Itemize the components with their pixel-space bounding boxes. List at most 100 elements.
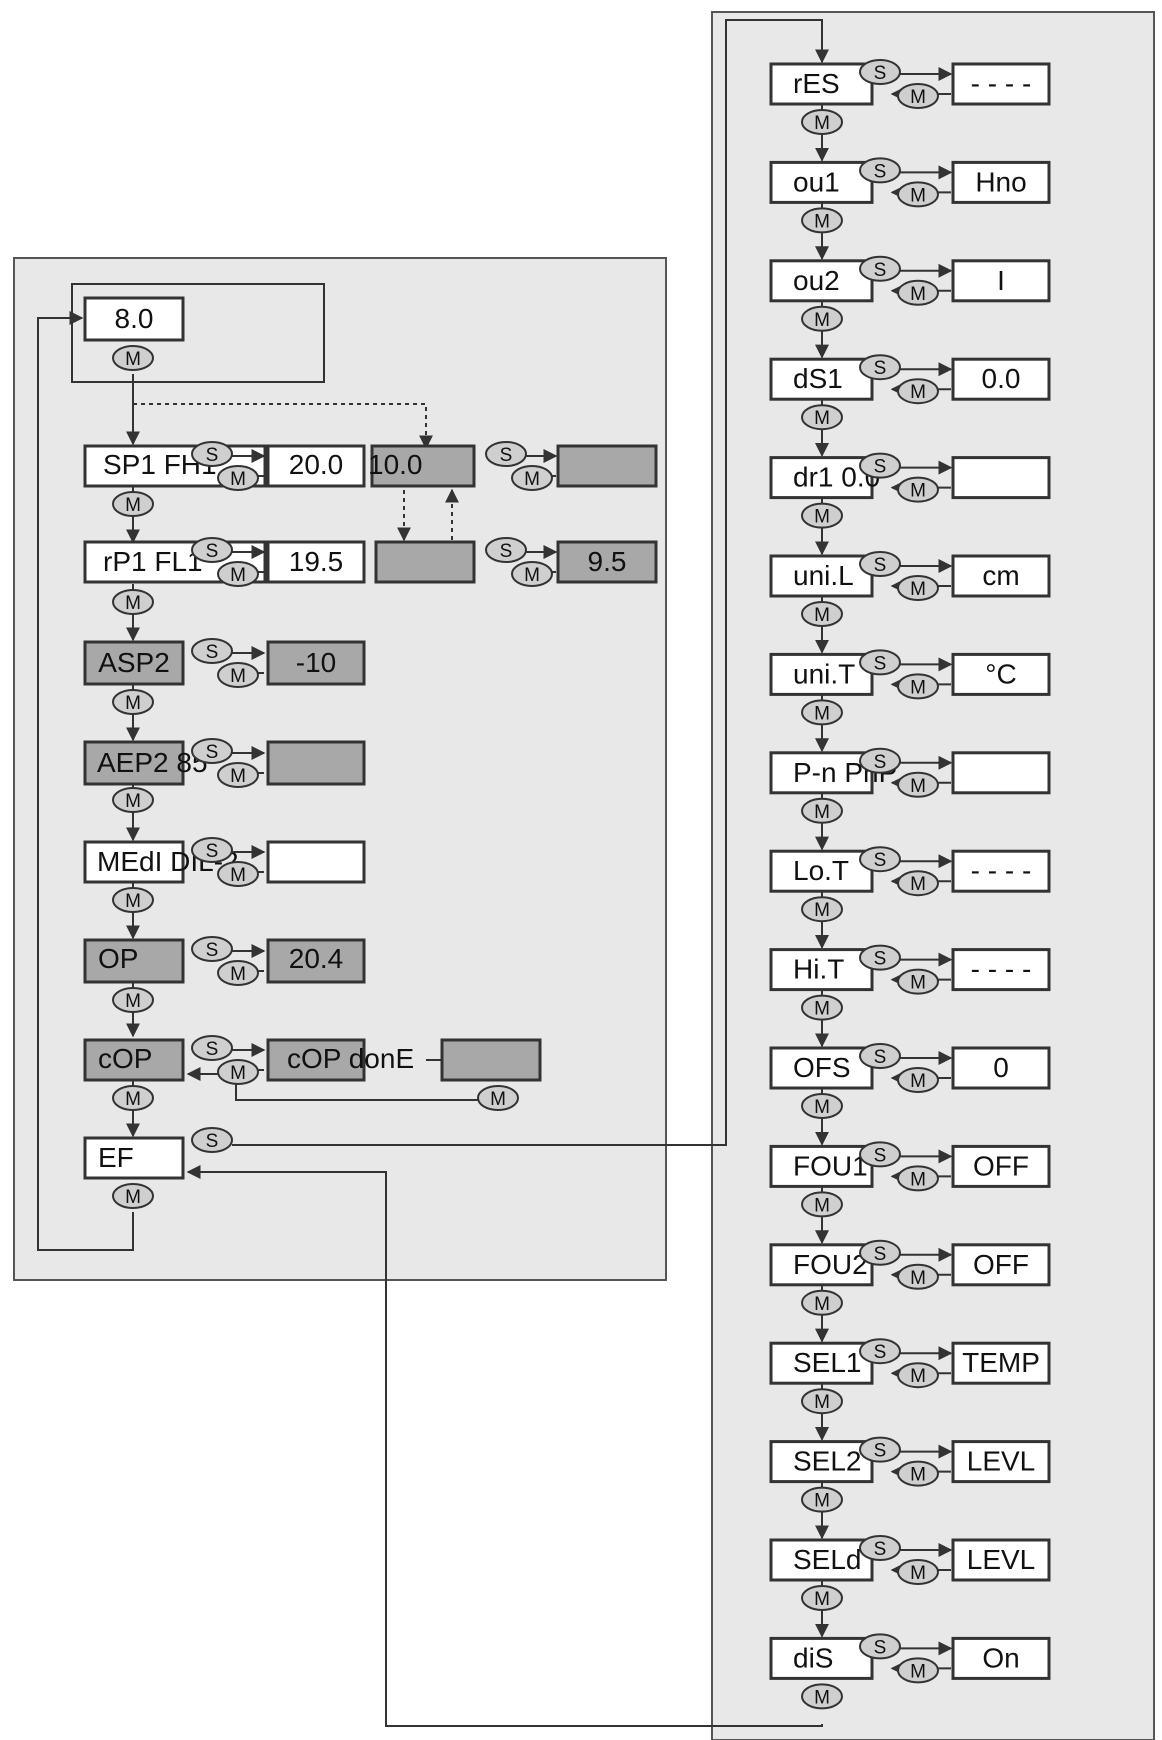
left-mode-pair-oval-5[interactable]: M [217, 960, 259, 986]
extended-set-oval[interactable]: S [859, 1239, 901, 1266]
medi-box[interactable] [83, 840, 185, 884]
extended-mode-oval[interactable]: M [801, 896, 843, 923]
left-mode-oval-7[interactable]: M [112, 1085, 154, 1111]
left-mode-oval-5[interactable]: M [112, 887, 154, 913]
ef-box[interactable] [83, 1136, 185, 1180]
extended-mode-pair-oval[interactable]: M [897, 771, 939, 798]
extended-mode-pair-oval[interactable]: M [897, 476, 939, 503]
left-mode-oval-2[interactable]: M [112, 589, 154, 615]
left-mode-oval-8[interactable]: M [112, 1183, 154, 1209]
aep2-label: AEP2 85 [97, 747, 208, 778]
extended-mode-pair-oval[interactable]: M [897, 1165, 939, 1192]
extended-param-box[interactable] [769, 554, 874, 598]
extended-set-oval[interactable]: S [859, 944, 901, 971]
extended-param-box[interactable] [769, 652, 874, 696]
extended-mode-oval[interactable]: M [801, 994, 843, 1021]
extended-mode-oval[interactable]: M [801, 1093, 843, 1119]
cop-box[interactable] [83, 1038, 185, 1082]
extended-mode-pair-oval[interactable]: M [897, 673, 939, 700]
asp2-box[interactable] [83, 640, 185, 686]
left-mode-oval-0[interactable]: M [112, 345, 154, 371]
cop-result-mode-oval[interactable]: M [477, 1085, 519, 1111]
extended-mode-pair-oval[interactable]: M [897, 870, 939, 897]
extended-mode-pair-oval-label: M [910, 481, 926, 502]
extended-mode-pair-oval[interactable]: M [897, 1460, 939, 1487]
left-mode-pair-oval-0[interactable]: M [217, 465, 259, 491]
extended-mode-oval[interactable]: M [801, 207, 843, 234]
extended-param-box[interactable] [769, 259, 874, 303]
extended-mode-pair-oval[interactable]: M [897, 968, 939, 995]
extended-mode-oval[interactable]: M [801, 1486, 843, 1513]
aep2-box[interactable] [83, 740, 185, 786]
extended-set-oval[interactable]: S [859, 649, 901, 676]
extended-set-oval[interactable]: S [859, 255, 901, 282]
left-mode-oval-4[interactable]: M [112, 787, 154, 813]
left-mode-pair-oval-3[interactable]: M [217, 762, 259, 788]
extended-param-box[interactable] [769, 751, 874, 795]
extended-mode-oval[interactable]: M [801, 305, 843, 332]
extended-param-box[interactable] [769, 1440, 874, 1484]
extended-mode-oval[interactable]: M [801, 109, 843, 135]
ef-set-oval[interactable]: S [191, 1127, 233, 1153]
left-set-oval-2[interactable]: S [191, 638, 233, 664]
extended-set-oval-label: S [874, 1342, 887, 1363]
left-set-oval-6[interactable]: S [191, 1035, 233, 1061]
extended-mode-pair-oval[interactable]: M [897, 575, 939, 601]
left-mode-pair-oval-6[interactable]: M [217, 1059, 259, 1085]
extended-set-oval[interactable]: S [859, 1141, 901, 1168]
extended-mode-pair-oval[interactable]: M [897, 83, 939, 109]
cop-value-box [266, 1038, 366, 1082]
extended-set-oval[interactable]: S [859, 1338, 901, 1365]
left-set-oval-0[interactable]: S [191, 441, 233, 467]
extended-mode-pair-oval[interactable]: M [897, 1657, 939, 1684]
left-mode-pair-oval-8[interactable]: M [511, 561, 553, 587]
left-mode-pair-oval-1[interactable]: M [217, 561, 259, 587]
extended-mode-oval[interactable]: M [801, 1191, 843, 1218]
extended-param-box[interactable] [769, 1538, 874, 1582]
extended-set-oval[interactable]: S [859, 1633, 901, 1660]
left-set-oval-7[interactable]: S [485, 441, 527, 467]
extended-mode-pair-oval[interactable]: M [897, 1067, 939, 1093]
extended-param-box[interactable] [769, 1144, 874, 1188]
left-set-oval-3[interactable]: S [191, 738, 233, 764]
left-set-oval-5[interactable]: S [191, 936, 233, 962]
extended-value-label: I [997, 265, 1005, 296]
left-mode-oval-3[interactable]: M [112, 689, 154, 715]
extended-mode-pair-oval[interactable]: M [897, 279, 939, 306]
extended-mode-oval[interactable]: M [801, 1289, 843, 1316]
left-mode-pair-oval-7[interactable]: M [511, 465, 553, 491]
extended-mode-oval[interactable]: M [801, 1388, 843, 1415]
extended-set-oval[interactable]: S [859, 551, 901, 577]
left-set-oval-4[interactable]: S [191, 837, 233, 863]
extended-set-oval[interactable]: S [859, 1535, 901, 1561]
asp2-value-box [266, 640, 366, 686]
op-box[interactable] [83, 938, 185, 984]
extended-set-oval[interactable]: S [859, 354, 901, 381]
extended-set-oval[interactable]: S [859, 1436, 901, 1463]
extended-mode-oval[interactable]: M [801, 1683, 843, 1710]
left-mode-oval-6[interactable]: M [112, 987, 154, 1013]
extended-set-oval[interactable]: S [859, 747, 901, 774]
extended-set-oval[interactable]: S [859, 846, 901, 873]
extended-mode-oval[interactable]: M [801, 404, 843, 431]
extended-mode-pair-oval[interactable]: M [897, 181, 939, 208]
extended-set-oval[interactable]: S [859, 452, 901, 479]
extended-mode-oval[interactable]: M [801, 601, 843, 627]
extended-mode-pair-oval[interactable]: M [897, 1559, 939, 1585]
extended-set-oval[interactable]: S [859, 1043, 901, 1069]
extended-mode-oval[interactable]: M [801, 1585, 843, 1611]
left-mode-pair-oval-4[interactable]: M [217, 861, 259, 887]
extended-mode-oval[interactable]: M [801, 502, 843, 529]
extended-set-oval[interactable]: S [859, 59, 901, 85]
extended-set-oval[interactable]: S [859, 157, 901, 184]
extended-mode-pair-oval[interactable]: M [897, 1362, 939, 1389]
left-set-oval-1[interactable]: S [191, 537, 233, 563]
left-mode-oval-1[interactable]: M [112, 491, 154, 517]
extended-mode-oval[interactable]: M [801, 699, 843, 726]
extended-mode-pair-oval[interactable]: M [897, 1263, 939, 1290]
left-mode-pair-oval-2[interactable]: M [217, 662, 259, 688]
left-set-oval-8[interactable]: S [485, 537, 527, 563]
extended-mode-oval[interactable]: M [801, 797, 843, 824]
extended-param-box[interactable] [769, 160, 874, 204]
extended-mode-pair-oval[interactable]: M [897, 378, 939, 405]
